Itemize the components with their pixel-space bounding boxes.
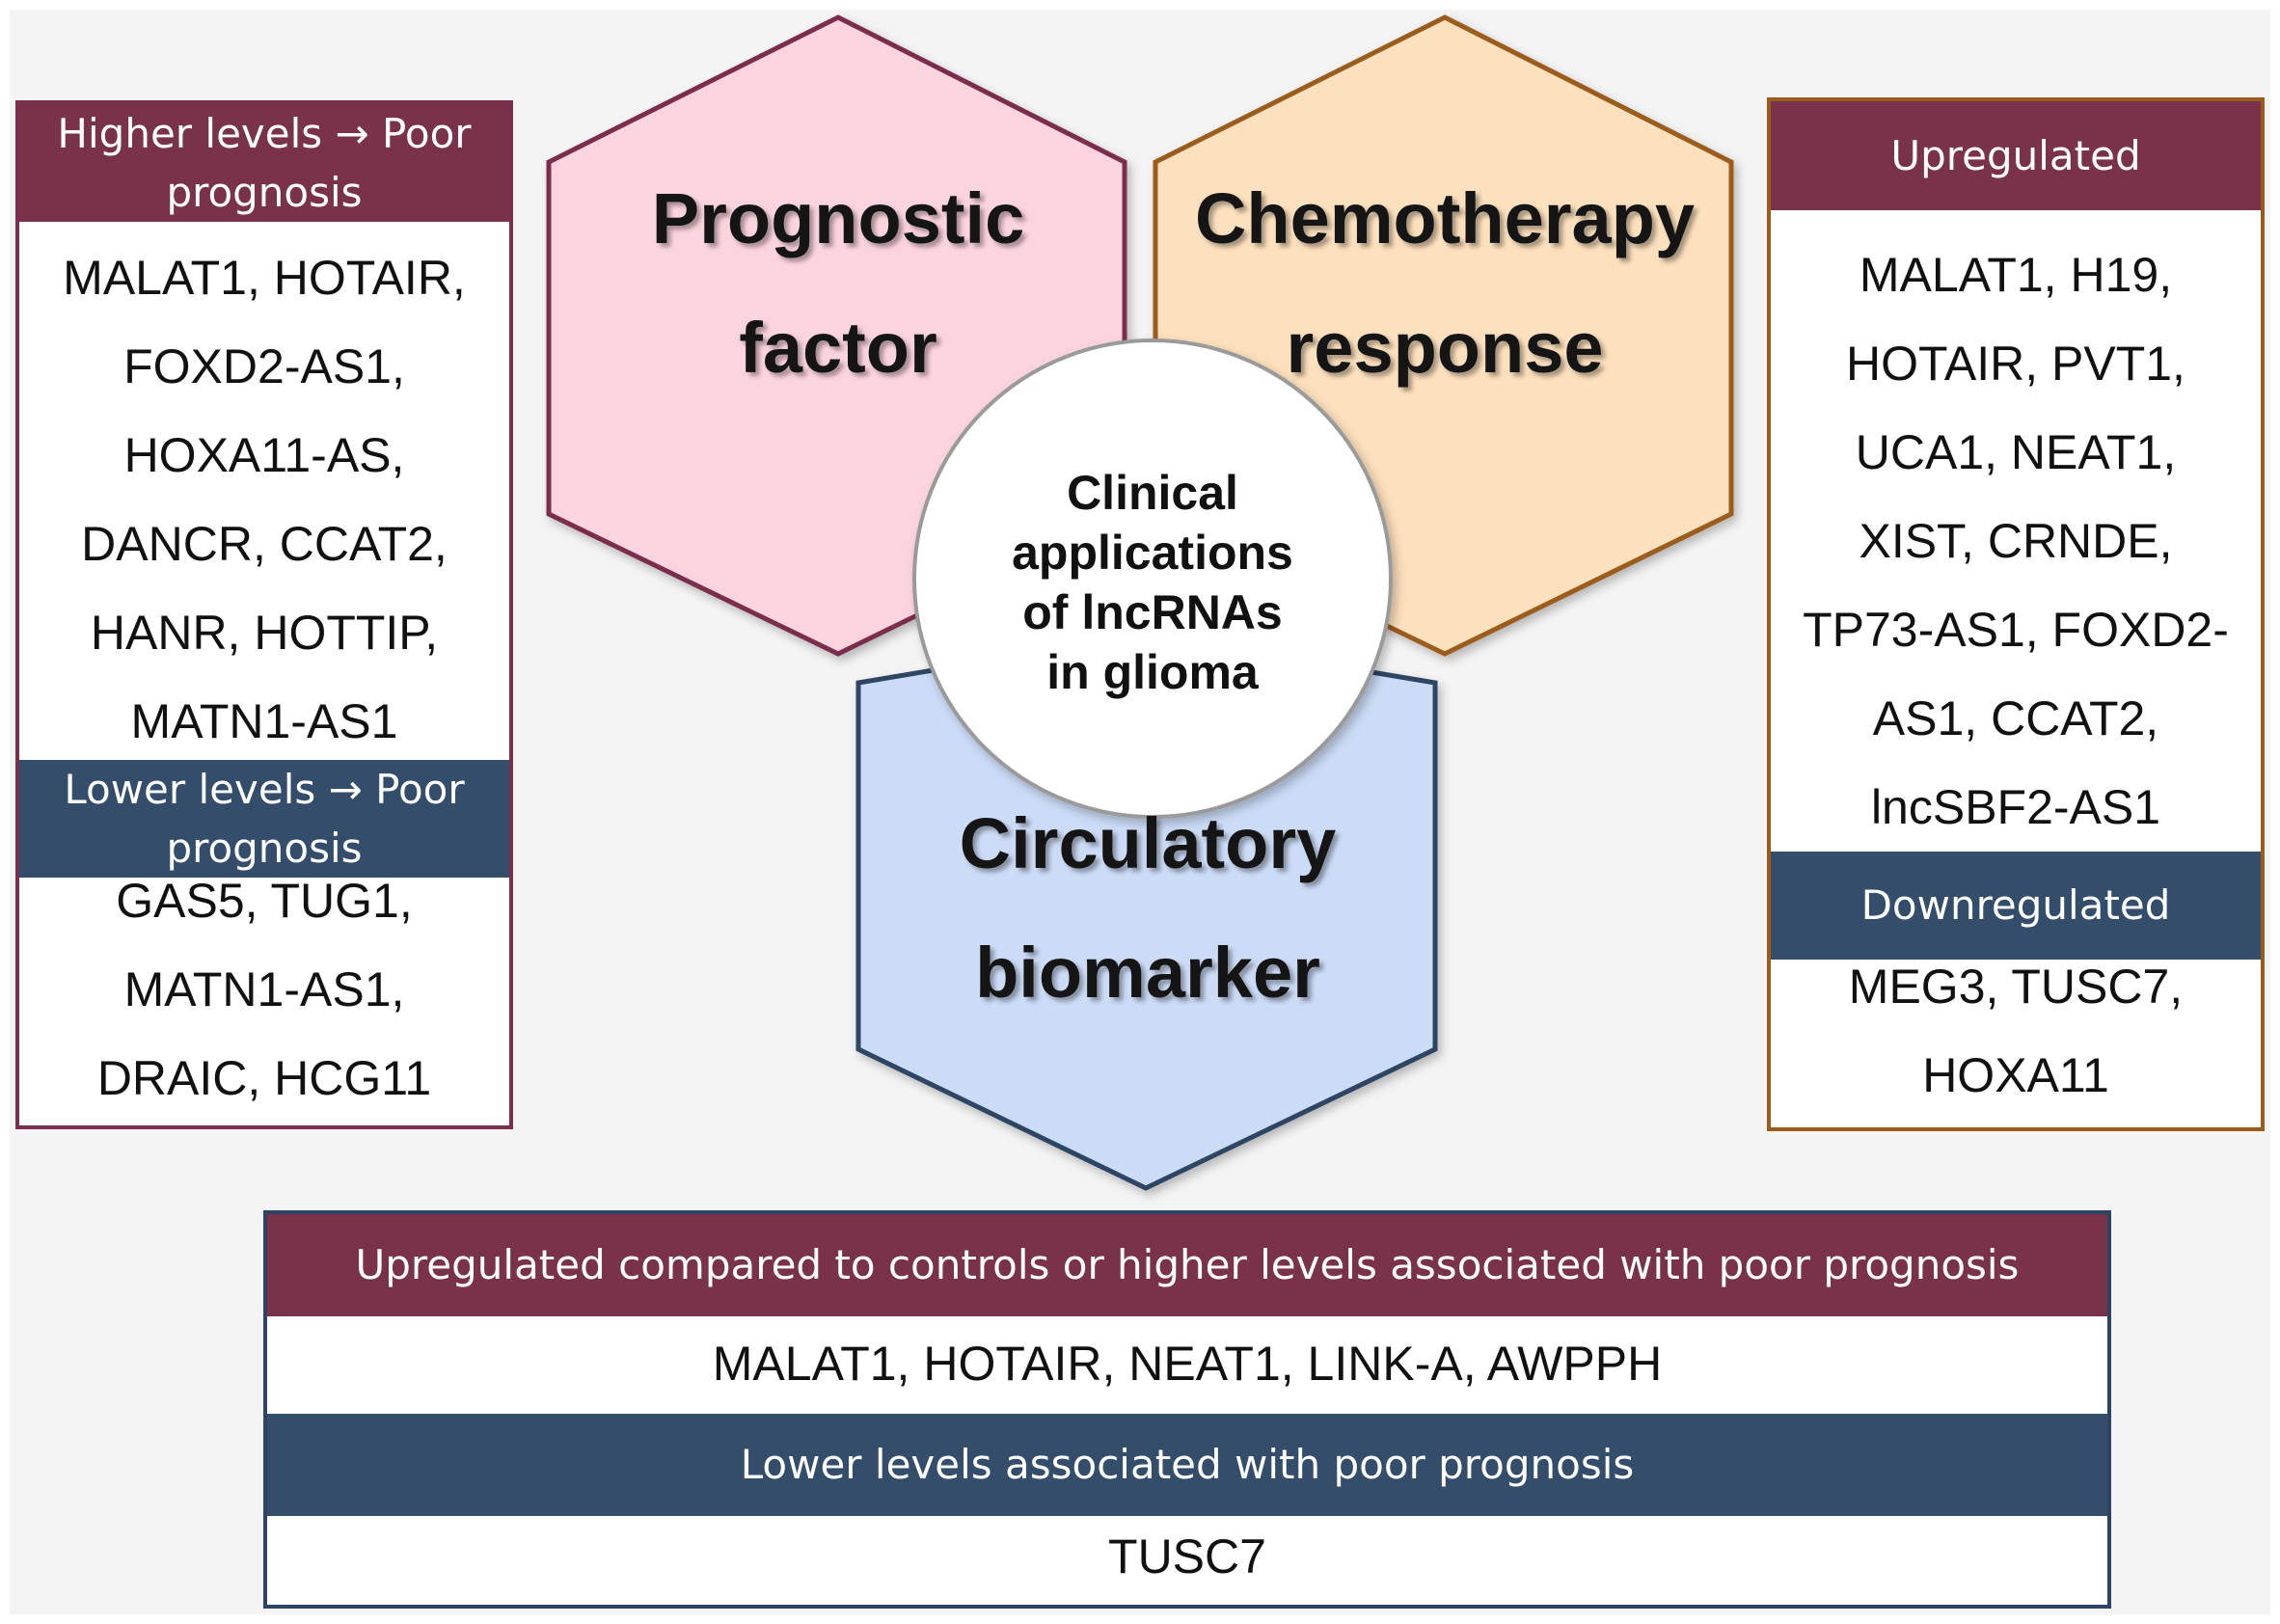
prognostic-title-line1: Prognostic bbox=[651, 178, 1025, 258]
circulatory-panel: Upregulated compared to controls or high… bbox=[263, 1210, 2111, 1609]
higher-levels-header-line1: Higher levels → Poor bbox=[57, 110, 472, 157]
center-label-line1: Clinical bbox=[1067, 466, 1238, 520]
center-label-line4: in glioma bbox=[1046, 645, 1259, 699]
higher-gene-line: HOXA11-AS, bbox=[123, 428, 405, 482]
higher-gene-line: HANR, HOTTIP, bbox=[90, 606, 439, 660]
prognostic-title-line2: factor bbox=[739, 308, 937, 388]
circulatory-title-line2: biomarker bbox=[975, 933, 1320, 1013]
lower-levels-header: Lower levels → Poor prognosis bbox=[19, 760, 509, 878]
prognostic-title: Prognostic factor bbox=[549, 154, 1127, 413]
downregulated-gene-line: HOXA11 bbox=[1922, 1048, 2109, 1102]
lower-gene-line: GAS5, TUG1, bbox=[116, 874, 413, 928]
chemotherapy-title-line1: Chemotherapy bbox=[1194, 178, 1696, 258]
lower-levels-header-line2: prognosis bbox=[166, 825, 363, 872]
center-label-line3: of lncRNAs bbox=[1022, 585, 1283, 639]
upregulated-gene-line: MALAT1, H19, bbox=[1859, 248, 2173, 302]
bottom-lower-header: Lower levels associated with poor progno… bbox=[267, 1414, 2107, 1516]
downregulated-gene-line: MEG3, TUSC7, bbox=[1848, 960, 2184, 1014]
bottom-upregulated-header: Upregulated compared to controls or high… bbox=[267, 1214, 2107, 1316]
upregulated-gene-line: TP73-AS1, FOXD2- bbox=[1803, 603, 2229, 657]
circulatory-title: Circulatory biomarker bbox=[858, 779, 1437, 1038]
upregulated-gene-line: UCA1, NEAT1, bbox=[1855, 425, 2177, 479]
higher-levels-header: Higher levels → Poor prognosis bbox=[19, 104, 509, 222]
bottom-upregulated-genes: MALAT1, HOTAIR, NEAT1, LINK-A, AWPPH bbox=[712, 1337, 1663, 1391]
center-label-line2: applications bbox=[1012, 526, 1293, 580]
upregulated-gene-line: lncSBF2-AS1 bbox=[1870, 780, 2161, 834]
lower-levels-header-line1: Lower levels → Poor bbox=[64, 766, 465, 813]
higher-gene-line: MALAT1, HOTAIR, bbox=[63, 251, 466, 305]
bottom-lower-genes: TUSC7 bbox=[1108, 1529, 1266, 1583]
higher-gene-line: DANCR, CCAT2, bbox=[81, 517, 448, 571]
higher-gene-line: MATN1-AS1 bbox=[130, 694, 398, 748]
higher-levels-header-line2: prognosis bbox=[166, 169, 363, 216]
upregulated-header: Upregulated bbox=[1771, 101, 2261, 210]
chemotherapy-panel: Upregulated MALAT1, H19, HOTAIR, PVT1, U… bbox=[1767, 97, 2265, 1131]
upregulated-gene-line: XIST, CRNDE, bbox=[1859, 514, 2173, 568]
upregulated-gene-line: AS1, CCAT2, bbox=[1872, 691, 2159, 745]
chemotherapy-title-line2: response bbox=[1286, 308, 1604, 388]
prognostic-panel: Higher levels → Poor prognosis MALAT1, H… bbox=[15, 100, 513, 1129]
center-circle bbox=[912, 338, 1393, 819]
lower-gene-line: DRAIC, HCG11 bbox=[96, 1051, 432, 1105]
downregulated-header: Downregulated bbox=[1771, 852, 2261, 960]
center-label: Clinical applications of lncRNAs in glio… bbox=[940, 463, 1365, 702]
circulatory-title-line1: Circulatory bbox=[959, 803, 1337, 883]
upregulated-gene-line: HOTAIR, PVT1, bbox=[1846, 337, 2185, 391]
chemotherapy-title: Chemotherapy response bbox=[1155, 154, 1734, 413]
lower-gene-line: MATN1-AS1, bbox=[123, 962, 405, 1016]
higher-gene-line: FOXD2-AS1, bbox=[123, 339, 405, 393]
